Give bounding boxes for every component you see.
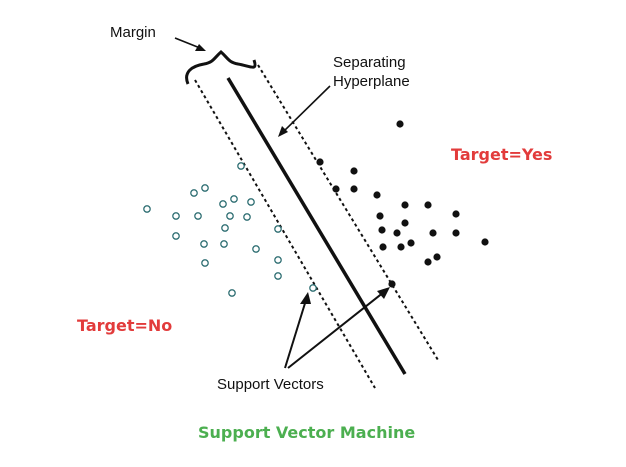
hyperplane-arrow [278,85,331,137]
data-point-filled [350,167,358,175]
margin-arrow [174,37,206,51]
margin-boundary-left [194,79,376,389]
data-point-filled [429,229,437,237]
data-point-open [274,225,282,233]
data-point-open [252,245,260,253]
data-point-filled [401,201,409,209]
data-point-open [200,240,208,248]
separating-hyperplane [226,77,407,375]
data-point-open [274,256,282,264]
data-point-filled [378,226,386,234]
data-point-filled [481,238,489,246]
data-point-open [274,272,282,280]
data-point-open [247,198,255,206]
hyperplane-label-line2: Hyperplane [333,73,410,90]
data-point-open [194,212,202,220]
data-point-filled [401,219,409,227]
support-vector-arrow-right [287,287,390,369]
class-yes-points [316,120,489,288]
class-no-points [143,162,317,297]
data-point-filled [373,191,381,199]
data-point-filled [396,120,404,128]
margin-boundary-right [257,64,439,361]
data-point-filled [397,243,405,251]
margin-brace-icon [185,50,257,85]
target-no-label: Target=No [77,316,172,335]
data-point-open [190,189,198,197]
data-point-filled [332,185,340,193]
margin-label: Margin [110,24,156,41]
support-vector-filled [388,280,396,288]
data-point-open [201,184,209,192]
data-point-filled [452,210,460,218]
data-point-open [221,224,229,232]
data-point-open [143,205,151,213]
hyperplane-label-line1: Separating [333,54,406,71]
data-point-filled [316,158,324,166]
data-point-open [228,289,236,297]
data-point-open [237,162,245,170]
data-point-filled [379,243,387,251]
data-point-open [219,200,227,208]
data-point-open [201,259,209,267]
diagram-caption: Support Vector Machine [198,423,415,442]
data-point-filled [393,229,401,237]
data-point-open [172,232,180,240]
data-point-filled [407,239,415,247]
data-point-open [230,195,238,203]
data-point-open [220,240,228,248]
data-point-open [243,213,251,221]
data-point-filled [350,185,358,193]
data-point-open [172,212,180,220]
data-point-filled [424,258,432,266]
data-point-filled [452,229,460,237]
support-vectors-label: Support Vectors [217,376,324,393]
data-point-filled [424,201,432,209]
target-yes-label: Target=Yes [451,145,552,164]
support-vector-arrow-left [284,292,311,369]
data-point-filled [376,212,384,220]
data-point-open [226,212,234,220]
data-point-filled [433,253,441,261]
support-vector-open [309,284,317,292]
